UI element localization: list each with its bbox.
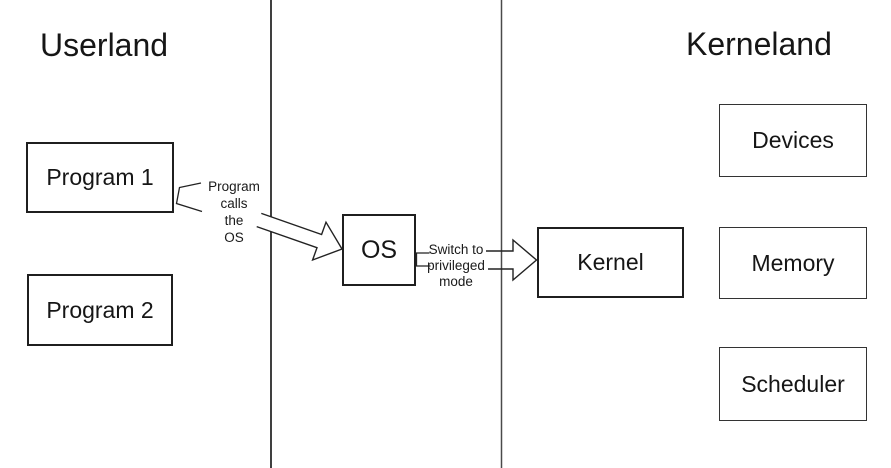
switch-arrow-annotation: Switch to privileged mode: [427, 242, 485, 289]
call-leader-bracket-icon: [175, 182, 203, 213]
userland-region-title: Userland: [40, 27, 169, 63]
scheduler-box: Scheduler: [719, 347, 867, 421]
program2-label: Program 2: [46, 296, 154, 323]
kerneland-region-title: Kerneland: [686, 26, 832, 62]
program1-box: Program 1: [26, 142, 174, 213]
switch-block-arrow: [486, 238, 538, 282]
scheduler-label: Scheduler: [741, 370, 845, 397]
devices-box: Devices: [719, 104, 867, 177]
memory-label: Memory: [751, 249, 835, 276]
kernel-box: Kernel: [537, 227, 684, 298]
memory-box: Memory: [719, 227, 867, 299]
devices-label: Devices: [752, 127, 834, 153]
call-arrow-annotation: Program calls the OS: [208, 179, 260, 245]
program2-box: Program 2: [27, 274, 173, 346]
kernel-label: Kernel: [577, 249, 644, 275]
os-label: OS: [360, 235, 398, 264]
switch-leader-bracket-icon: [415, 252, 431, 267]
os-box: OS: [342, 214, 416, 286]
program1-label: Program 1: [46, 164, 154, 190]
